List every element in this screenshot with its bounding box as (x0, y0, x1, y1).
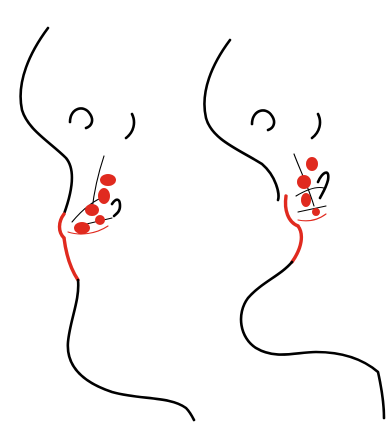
right-face-outline (204, 40, 278, 200)
left-cheek-mark (126, 114, 134, 138)
left-profile (21, 28, 194, 420)
right-nostril (252, 110, 274, 130)
right-chin-neck (241, 262, 384, 418)
left-blob-4 (74, 222, 90, 234)
right-blob-4 (312, 208, 320, 216)
left-face-outline (21, 28, 72, 214)
left-blob-5 (95, 215, 105, 225)
right-chin-red (292, 226, 301, 262)
left-tooth-curve (112, 200, 120, 216)
right-blob-2 (297, 175, 311, 189)
right-jaw-line (298, 206, 326, 212)
left-chin-neck (68, 280, 194, 420)
right-profile (204, 40, 384, 418)
left-nostril (70, 108, 92, 128)
right-lip-outline (286, 196, 299, 226)
left-blob-2 (98, 188, 110, 204)
right-lip-line (298, 214, 326, 221)
left-blob-3 (85, 204, 99, 216)
left-chin-red (64, 238, 78, 280)
right-tooth-curve (318, 173, 328, 198)
right-blob-1 (306, 157, 318, 171)
left-lip-outline (60, 214, 65, 238)
right-cheek-mark (312, 114, 320, 138)
left-blob-1 (100, 174, 116, 186)
right-blob-3 (301, 193, 311, 207)
